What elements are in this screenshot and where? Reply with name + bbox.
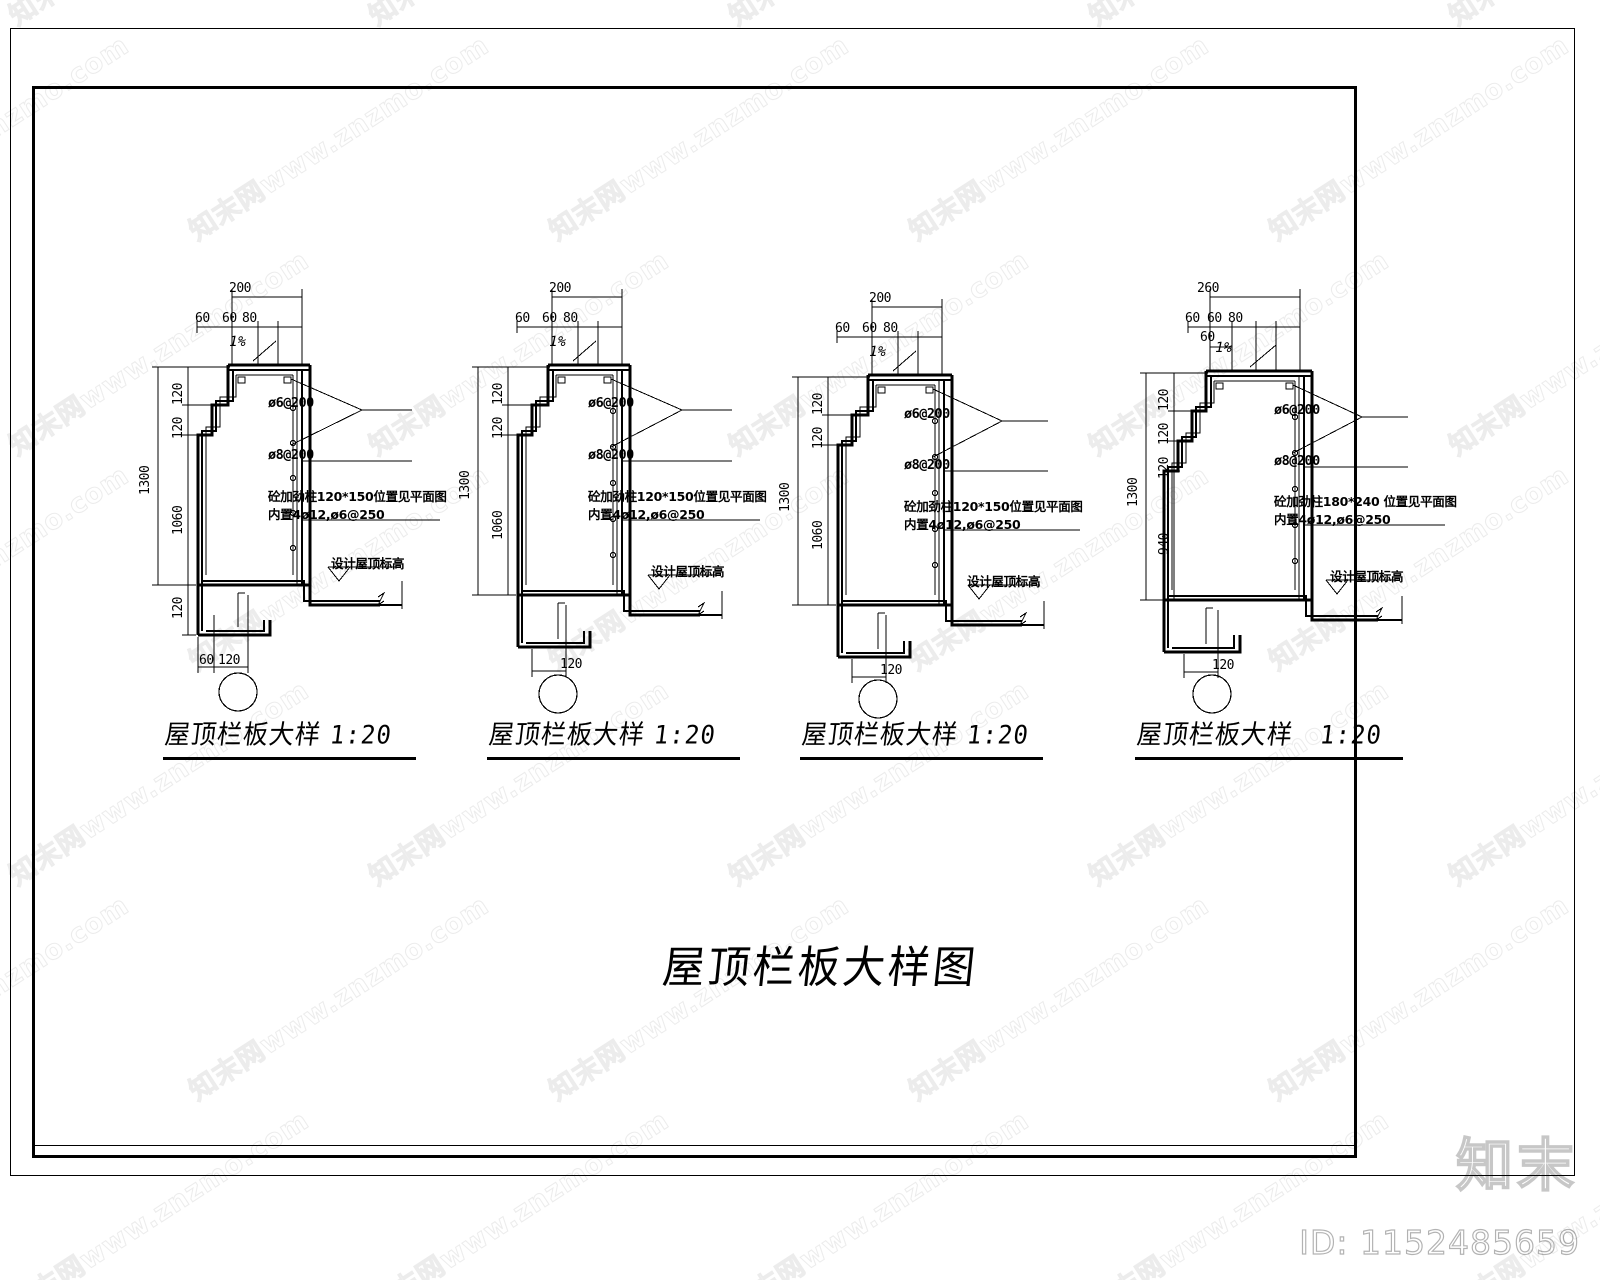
detail-2-dim-overall: 1300 [458,470,473,500]
detail-3-caption-name: 屋顶栏板大样 [800,719,961,750]
sheet-title-block-rule [32,1145,1357,1146]
detail-4-dim-top-a: 60 [1185,311,1200,326]
detail-4-dim-v4: 940 [1157,533,1172,555]
detail-2-dim-top-total: 200 [549,281,571,296]
detail-1-column-note-1: 砼加劲柱120*150位置见平面图 [268,489,447,504]
detail-3-column-note-2: 内置4ø12,ø6@250 [904,517,1021,532]
detail-4-dim-top-b: 60 [1207,311,1222,326]
page-title: 屋顶栏板大样图 [660,941,981,993]
detail-2-column-note-1: 砼加劲柱120*150位置见平面图 [588,489,767,504]
detail-1-dim-bot-b: 120 [218,653,240,668]
detail-4-caption-rule [1135,757,1403,760]
detail-4-dim-overall: 1300 [1126,477,1141,507]
detail-3-dim-v1: 120 [811,393,826,415]
detail-4-dim-v1: 120 [1157,389,1172,411]
detail-3-dim-v3: 1060 [811,520,826,550]
detail-3-dim-top-b: 60 [862,321,877,336]
detail-2-caption-rule [487,757,740,760]
detail-3-dim-top-a: 60 [835,321,850,336]
detail-2-dim-v2: 120 [491,417,506,439]
detail-2-caption-name: 屋顶栏板大样 [487,719,648,750]
detail-2-dim-top-c: 80 [563,311,578,326]
sheet-border-outer [10,28,1575,1176]
detail-3-tie-label: ø6@200 [904,406,950,422]
detail-2-dim-v1: 120 [491,383,506,405]
detail-2-dim-v3: 1060 [491,510,506,540]
detail-1-dim-overall: 1300 [138,465,153,495]
detail-3-elevation-note: 设计屋顶标高 [967,574,1041,589]
detail-4-caption: 屋顶栏板大样 1:20 [1135,714,1384,752]
detail-4-main-label: ø8@200 [1274,453,1320,469]
detail-4-caption-name: 屋顶栏板大样 [1135,719,1296,750]
detail-2-tie-label: ø6@200 [588,395,634,411]
detail-1-dim-v1: 120 [171,383,186,405]
detail-3-caption: 屋顶栏板大样 1:20 [800,714,1031,752]
detail-4-dim-top-total: 260 [1197,281,1219,296]
detail-3-dim-v2: 120 [811,427,826,449]
detail-3-column-note-1: 砼加劲柱120*150位置见平面图 [904,499,1083,514]
detail-4-dim-bot-a: 120 [1212,658,1234,673]
sheet-border-inner [32,86,1357,1158]
detail-4-caption-scale: 1:20 [1318,720,1384,750]
detail-3-dim-overall: 1300 [778,482,793,512]
detail-4-column-note-1: 砼加劲柱180*240 位置见平面图 [1274,494,1457,509]
detail-1-slope-label: 1% [227,334,248,350]
detail-3-main-label: ø8@200 [904,457,950,473]
detail-3-caption-rule [800,757,1043,760]
detail-4-geometry [1140,289,1445,714]
detail-3-dim-top-total: 200 [869,291,891,306]
detail-1-tie-label: ø6@200 [268,395,314,411]
detail-1-dim-v3: 1060 [171,505,186,535]
detail-3-slope-label: 1% [867,344,888,360]
detail-3-geometry [792,299,1080,719]
detail-2-main-label: ø8@200 [588,447,634,463]
detail-2-slope-label: 1% [547,334,568,350]
detail-4-dim-v2: 120 [1157,423,1172,445]
detail-2-column-note-2: 内置4ø12,ø6@250 [588,507,705,522]
detail-1-main-label: ø8@200 [268,447,314,463]
detail-1-dim-top-total: 200 [229,281,251,296]
detail-4-dim-v3: 120 [1157,457,1172,479]
detail-2-caption: 屋顶栏板大样 1:20 [487,714,718,752]
detail-4-dim-top-extra: 60 [1200,330,1215,345]
detail-3-dim-bot-a: 120 [880,663,902,678]
detail-4-dim-top-c: 80 [1228,311,1243,326]
detail-1-dim-top-b: 60 [222,311,237,326]
detail-1-dim-v2: 120 [171,417,186,439]
detail-1-caption-rule [163,757,416,760]
detail-1-caption-name: 屋顶栏板大样 [163,719,324,750]
detail-1-column-note-2: 内置4ø12,ø6@250 [268,507,385,522]
detail-1-dim-v4: 120 [171,597,186,619]
detail-1-geometry [152,289,440,712]
detail-4-slope-label: 1% [1213,340,1234,356]
detail-4-tie-label: ø6@200 [1274,402,1320,418]
detail-4-elevation-note: 设计屋顶标高 [1330,569,1404,584]
detail-1-elevation-note: 设计屋顶标高 [331,556,405,571]
detail-1-caption: 屋顶栏板大样 1:20 [163,714,394,752]
detail-2-elevation-note: 设计屋顶标高 [651,564,725,579]
detail-2-dim-top-a: 60 [515,311,530,326]
detail-3-caption-scale: 1:20 [965,720,1031,750]
detail-2-dim-bot-a: 120 [560,657,582,672]
detail-1-dim-top-c: 80 [242,311,257,326]
sheet-id-label: ID: 1152485659 [1299,1222,1580,1262]
detail-1-dim-top-a: 60 [195,311,210,326]
detail-3-dim-top-c: 80 [883,321,898,336]
detail-1-caption-scale: 1:20 [328,720,394,750]
brand-logo: 知末 [1455,1132,1578,1200]
detail-2-caption-scale: 1:20 [652,720,718,750]
detail-1-dim-bot-a: 60 [199,653,214,668]
detail-2-geometry [472,289,760,714]
detail-2-dim-top-b: 60 [542,311,557,326]
detail-4-column-note-2: 内置4ø12,ø6@250 [1274,512,1391,527]
